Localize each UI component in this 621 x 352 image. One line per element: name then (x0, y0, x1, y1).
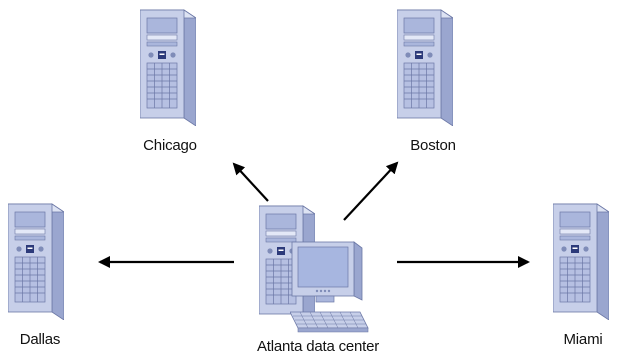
node-label-dallas: Dallas (20, 331, 60, 348)
node-label-boston: Boston (410, 137, 456, 154)
node-miami: Miami (553, 203, 609, 348)
node-label-miami: Miami (564, 331, 603, 348)
server-tower-icon (553, 203, 609, 320)
hub-atlanta: Atlanta data center (257, 205, 379, 352)
edge-atlanta-chicago (232, 162, 269, 202)
server-tower-icon (140, 9, 196, 126)
node-chicago: Chicago (140, 9, 197, 154)
edges (98, 161, 530, 268)
edge-atlanta-boston (343, 161, 399, 221)
server-tower-icon (8, 203, 64, 320)
node-boston: Boston (397, 9, 456, 154)
node-dallas: Dallas (8, 203, 64, 348)
node-label-chicago: Chicago (143, 137, 197, 154)
workstation-icon (290, 241, 369, 333)
server-tower-icon (397, 9, 453, 126)
hub-label: Atlanta data center (257, 338, 379, 352)
